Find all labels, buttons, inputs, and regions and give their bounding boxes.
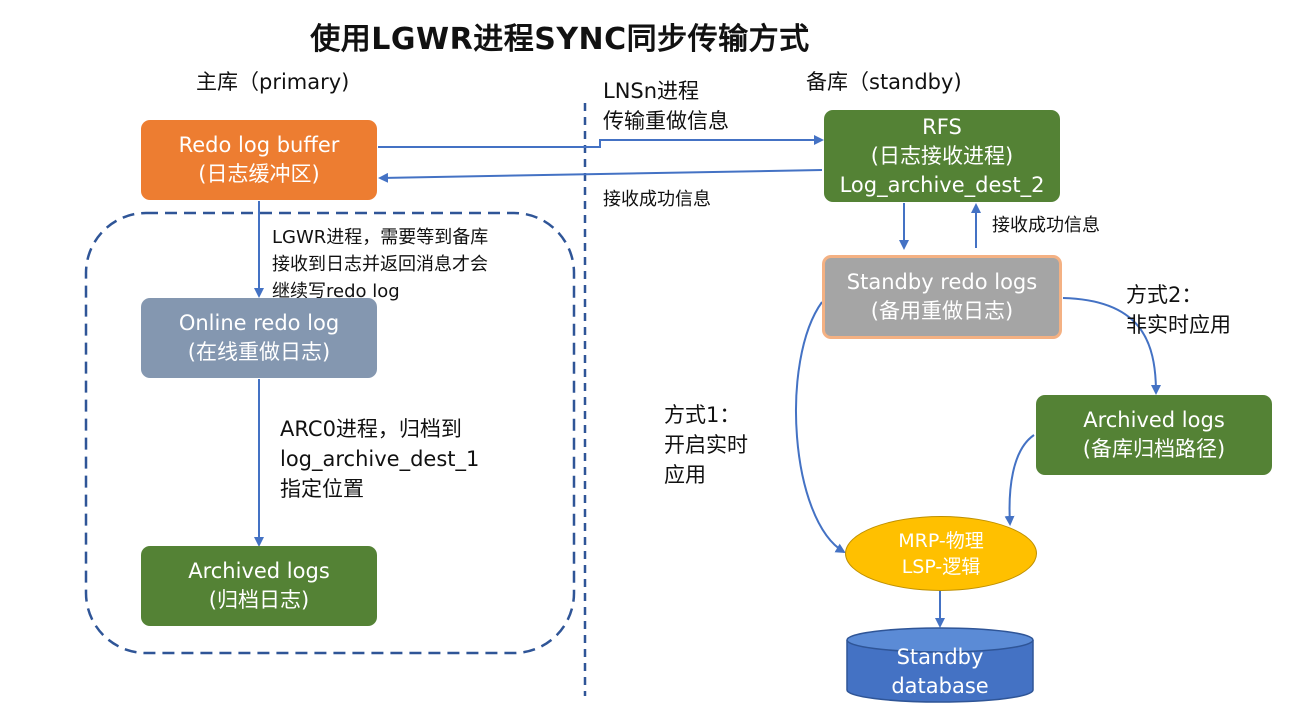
- standby-redo-logs-sublabel: (备用重做日志): [870, 299, 1014, 323]
- standby-label: 备库（standby): [806, 70, 962, 94]
- arrow-rfs-to-buffer: [378, 169, 823, 183]
- redo-log-buffer-box: Redo log buffer (日志缓冲区): [141, 120, 377, 200]
- arc-note: ARC0进程，归档到 log_archive_dest_1 指定位置: [280, 417, 480, 501]
- standby-ack-note: 接收成功信息: [992, 215, 1100, 236]
- standby-database: Standby database: [847, 642, 1033, 702]
- online-redo-log-box: Online redo log (在线重做日志): [141, 298, 377, 378]
- primary-archived-logs-box: Archived logs (归档日志): [141, 546, 377, 626]
- mrp-label: MRP-物理: [898, 529, 984, 552]
- online-redo-log-label: Online redo log: [178, 311, 340, 335]
- database-cylinder-icon: [846, 627, 1034, 703]
- standby-archived-logs-sublabel: (备库归档路径): [1082, 437, 1226, 461]
- arrow-archived-to-mrp: [1004, 434, 1035, 526]
- lsp-label: LSP-逻辑: [901, 555, 981, 578]
- method2-note: 方式2： 非实时应用: [1126, 283, 1231, 337]
- standby-archived-logs-label: Archived logs: [1083, 408, 1225, 432]
- primary-label: 主库（primary): [196, 70, 350, 94]
- redo-log-buffer-label: Redo log buffer: [178, 133, 340, 157]
- primary-archived-logs-sublabel: (归档日志): [208, 588, 310, 612]
- standby-archived-logs-box: Archived logs (备库归档路径): [1036, 395, 1272, 475]
- online-redo-log-sublabel: (在线重做日志): [187, 340, 331, 364]
- method1-note: 方式1： 开启实时 应用: [664, 403, 748, 487]
- arrow-standby-redo-to-archived: [1062, 297, 1161, 395]
- rfs-dest-label: Log_archive_dest_2: [839, 172, 1045, 197]
- transfer-ack-note: 接收成功信息: [603, 189, 711, 210]
- standby-redo-logs-box: Standby redo logs (备用重做日志): [822, 255, 1062, 339]
- rfs-label: RFS: [922, 114, 962, 139]
- standby-database-sublabel: database: [891, 674, 989, 698]
- arrow-buffer-to-rfs: [378, 135, 824, 148]
- lns-note: LNSn进程 传输重做信息: [603, 79, 729, 133]
- mrp-lsp-ellipse: MRP-物理 LSP-逻辑: [845, 516, 1037, 591]
- page-title: 使用LGWR进程SYNC同步传输方式: [310, 22, 810, 57]
- rfs-sublabel: (日志接收进程): [870, 143, 1014, 168]
- lgwr-note: LGWR进程，需要等到备库 接收到日志并返回消息才会 继续写redo log: [272, 227, 489, 302]
- redo-log-buffer-sublabel: (日志缓冲区): [198, 162, 320, 186]
- standby-redo-logs-label: Standby redo logs: [846, 270, 1038, 294]
- primary-archived-logs-label: Archived logs: [188, 559, 330, 583]
- standby-database-label: Standby: [896, 645, 984, 669]
- arrow-standby-redo-to-mrp: [795, 301, 846, 554]
- rfs-box: RFS (日志接收进程) Log_archive_dest_2: [824, 110, 1060, 202]
